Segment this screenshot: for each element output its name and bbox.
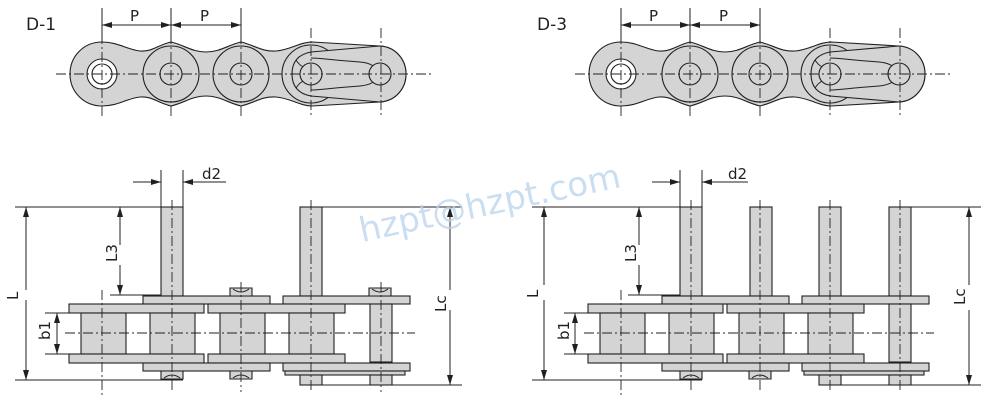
d1-L-label: L [4, 291, 22, 300]
d3-pitch-label-2: P [719, 7, 728, 25]
d1-b1-label: b1 [36, 321, 54, 340]
d1-Lc-dimension: Lc [322, 206, 462, 386]
d3-pitch-label-1: P [649, 7, 658, 25]
d1-Lc-label: Lc [432, 295, 450, 312]
d3-pitch-dimension: P P [620, 7, 761, 44]
watermark-text: hzpt@hzpt.com [356, 156, 625, 250]
d1-L3-label: L3 [103, 244, 121, 262]
d3-d2-dimension: d2 [652, 165, 748, 207]
d3-extended-pin-2 [749, 206, 773, 297]
d1-pitch-label-1: P [130, 7, 139, 25]
d3-b1-dimension: b1 [555, 312, 600, 355]
d3-b1-label: b1 [555, 321, 573, 340]
d3-figure-title: D-3 [537, 15, 567, 35]
d1-pitch-dimension: P P [101, 7, 242, 44]
d1-d2-label: d2 [202, 165, 221, 183]
d3-side-view: d2 L L3 b1 [524, 165, 981, 395]
d3-top-view: D-3 P P [537, 7, 952, 118]
d3-L-label: L [524, 289, 542, 298]
d1-b1-dimension: b1 [36, 312, 81, 355]
d3-Lc-label: Lc [951, 288, 969, 305]
d3-L3-label: L3 [622, 244, 640, 262]
d1-L-dimension: L [4, 206, 183, 381]
d3-L-dimension: L [524, 206, 702, 381]
d1-side-view: d2 L L3 b1 [4, 165, 462, 395]
d1-L3-dimension: L3 [103, 207, 161, 296]
d1-pitch-label-2: P [200, 7, 209, 25]
d1-figure-title: D-1 [26, 15, 56, 35]
d3-d2-label: d2 [728, 165, 747, 183]
d3-Lc-dimension: Lc [841, 206, 981, 386]
d3-L3-dimension: L3 [622, 207, 680, 296]
d1-top-view: D-1 P P [26, 7, 433, 118]
d1-d2-dimension: d2 [133, 165, 226, 207]
